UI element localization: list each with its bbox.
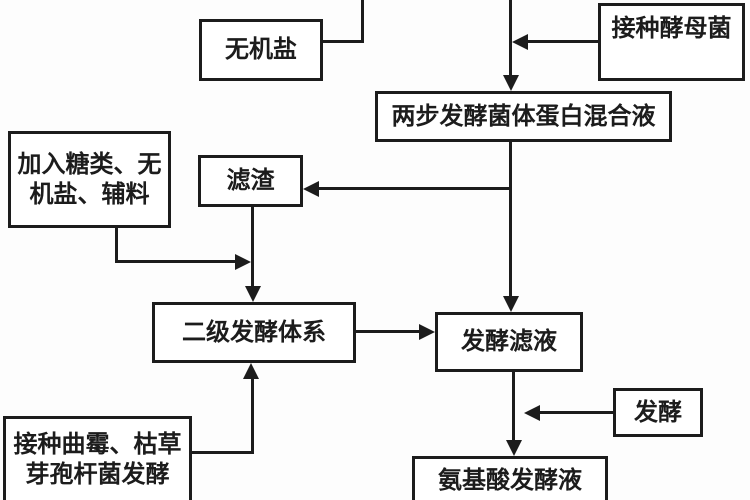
node-amino-acid-broth: 氨基酸发酵液 <box>412 456 608 500</box>
node-add-sugar-salt-aux: 加入糖类、无机盐、辅料 <box>8 131 171 228</box>
connector-main-top <box>509 0 512 76</box>
connector-fermentation <box>540 411 613 414</box>
arrowhead-into-two-step <box>503 75 519 91</box>
node-fermentation: 发酵 <box>613 388 703 437</box>
arrowhead-sugar-join <box>235 254 251 270</box>
connector-secondary-to-filtrate <box>356 330 419 333</box>
node-inoculate-mold: 接种曲霉、枯草芽孢杆菌发酵 <box>3 416 192 500</box>
node-fermentation-filtrate: 发酵滤液 <box>435 312 583 372</box>
connector-residue-down <box>251 207 254 287</box>
connector-filtrate-down <box>512 372 515 440</box>
connector-to-residue <box>319 187 512 190</box>
connector-inorganic-v <box>361 0 364 43</box>
arrowhead-yeast-to-main <box>512 34 528 50</box>
connector-sugar-h <box>115 260 235 263</box>
node-inorganic-salt: 无机盐 <box>199 19 323 81</box>
arrowhead-into-residue <box>303 181 319 197</box>
connector-inorganic-h <box>323 40 364 43</box>
node-inoculate-yeast: 接种酵母菌 <box>598 3 745 81</box>
connector-mold-h <box>192 451 254 454</box>
node-secondary-system: 二级发酵体系 <box>152 302 356 363</box>
node-two-step-mixture: 两步发酵菌体蛋白混合液 <box>375 91 672 142</box>
connector-mold-v <box>251 378 254 454</box>
arrowhead-into-filtrate <box>503 296 519 312</box>
arrowhead-into-filtrate-left <box>419 324 435 340</box>
arrowhead-fermentation-join <box>524 405 540 421</box>
arrowhead-into-amino <box>506 440 522 456</box>
arrowhead-into-secondary-top <box>245 286 261 302</box>
connector-sugar-v <box>115 228 118 263</box>
node-filter-residue: 滤渣 <box>198 155 303 207</box>
connector-yeast <box>528 40 598 43</box>
connector-two-step-to-filtrate <box>509 142 512 297</box>
arrowhead-into-secondary-bottom <box>243 363 259 379</box>
